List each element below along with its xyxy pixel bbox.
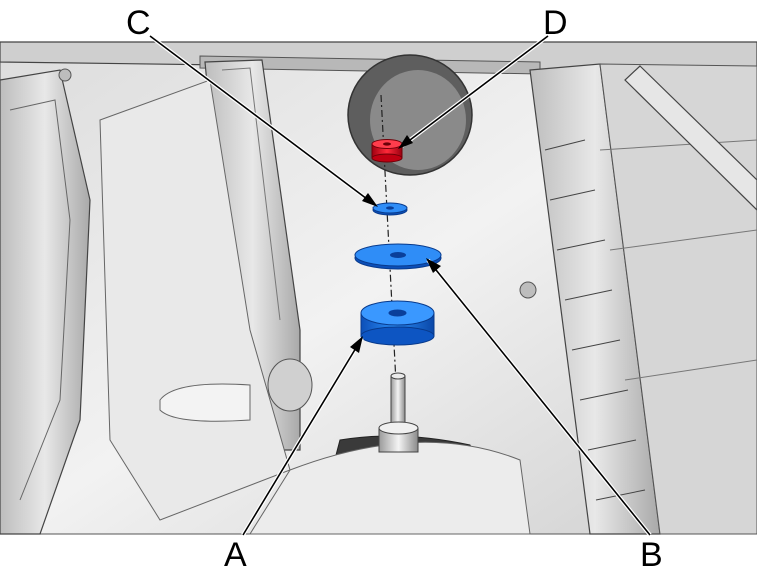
small-washer-icon: [372, 202, 408, 216]
callout-label-d: D: [543, 4, 568, 42]
nut-icon: [371, 139, 403, 163]
arrowhead-a: [350, 336, 363, 353]
bushing-large-icon: [360, 300, 435, 346]
arrowhead-c: [362, 193, 378, 207]
callout-label-b: B: [640, 536, 663, 574]
washer-icon: [354, 243, 442, 270]
leader-arrowheads: [350, 135, 441, 353]
leader-lines: [148, 34, 652, 537]
stud-bolt: [378, 372, 419, 453]
arrowhead-d: [398, 135, 413, 149]
callout-label-a: A: [224, 536, 247, 574]
arrowhead-b: [426, 258, 441, 273]
callout-label-c: C: [126, 4, 151, 42]
vehicle-body-panel: [0, 41, 757, 535]
